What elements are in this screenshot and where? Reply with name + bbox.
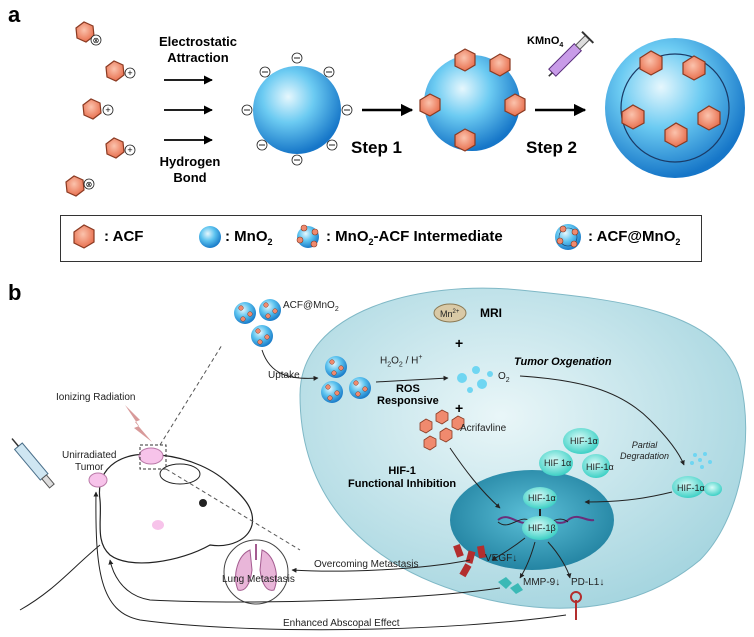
- abscopal-effect-label: Enhanced Abscopal Effect: [283, 618, 400, 629]
- svg-text:+: +: [127, 145, 132, 155]
- overcoming-metastasis-arrow: [291, 559, 471, 573]
- mmp9-arrow: [519, 541, 536, 579]
- legend-acf-label: : ACF: [104, 228, 144, 245]
- irradiated-tumor: [138, 447, 164, 465]
- acriflavine-molecules: [419, 409, 465, 451]
- legend-acf-mno2-label: : ACF@MnO2: [588, 228, 681, 247]
- acf-mno2-particles-top: [234, 299, 281, 347]
- acf-mno2-label: ACF@MnO2: [283, 300, 339, 313]
- legend-mno2-icon: [199, 226, 221, 248]
- pdl1-label: PD-L1↓: [571, 577, 605, 588]
- legend-intermediate-icon: [296, 224, 319, 248]
- hif1a-remaining-2: [704, 482, 722, 496]
- tumor-oxygenation-label: Tumor Oxgenation: [514, 356, 612, 368]
- mn-ion: [433, 303, 467, 323]
- acf-mno2-final: [605, 38, 745, 178]
- mmp9-molecules: [498, 577, 523, 594]
- zoom-line-1: [159, 344, 223, 446]
- acriflavine-arrow: [449, 447, 501, 509]
- mno2-acf-intermediate: [419, 48, 526, 152]
- acf-molecule-4: +: [105, 137, 136, 159]
- legend-acf-mno2-icon: [555, 224, 581, 250]
- uptake-arrow: [261, 349, 319, 381]
- ionizing-radiation-label: Ionizing Radiation: [56, 392, 136, 403]
- unirradiated-tumor: [88, 472, 108, 488]
- lung-metastasis-label: Lung Metastasis: [222, 574, 295, 585]
- acf-molecule-3: +: [82, 98, 114, 120]
- hif1a-remaining: [672, 476, 704, 498]
- oxygenation-arrow: [519, 375, 685, 466]
- legend-intermediate-label: : MnO2-ACF Intermediate: [326, 228, 503, 247]
- legend-box: [60, 215, 702, 262]
- o2-bubbles: [457, 366, 493, 393]
- svg-text:+: +: [105, 105, 110, 115]
- mouse-illustration: [19, 447, 254, 611]
- plus-sign-2: +: [455, 400, 464, 416]
- abscopal-arrow: [93, 491, 567, 631]
- hif1a-label-2: HIF 1α: [544, 458, 572, 468]
- hif1a-nuclear: [523, 487, 557, 509]
- h2o2-label: H2O2 / H+: [380, 354, 423, 369]
- step2-label: Step 2: [526, 138, 578, 157]
- legend-acf-icon: [73, 224, 95, 249]
- zoom-line-2: [165, 468, 301, 551]
- vegf-arrow: [491, 537, 526, 561]
- hif1a-nuclear-label: HIF-1α: [528, 493, 556, 503]
- panel-b-letter: b: [8, 280, 22, 305]
- pdl1-arrow: [547, 541, 572, 579]
- svg-text:+: +: [127, 68, 132, 78]
- step1-label: Step 1: [351, 138, 403, 157]
- radiation-lightning-icon: [125, 405, 152, 442]
- panel-a-diagram: ⊗ + + + ⊗: [65, 21, 745, 197]
- legend-icons: [73, 224, 581, 250]
- mno2-sphere-charged: [241, 52, 353, 166]
- acf-molecule-5: ⊗: [65, 175, 95, 197]
- pdl1-receptor: [570, 591, 582, 620]
- legend-mno2-label: : MnO2: [225, 228, 273, 247]
- ros-arrow: [375, 375, 449, 383]
- overcoming-metastasis-label: Overcoming Metastasis: [314, 559, 419, 570]
- injection-syringe-icon: [11, 438, 55, 489]
- kmno4-label: KMnO4: [527, 35, 564, 50]
- svg-text:⊗: ⊗: [93, 36, 100, 45]
- hif1b-nuclear: [522, 516, 558, 540]
- vegf-label: VEGF↓: [485, 553, 518, 564]
- hif1a-label-3: HIF-1α: [586, 462, 614, 472]
- panel-a-letter: a: [8, 2, 21, 27]
- mn-ion-label: Mn2+: [440, 309, 460, 319]
- tumor-selection-box: [139, 444, 167, 470]
- hif1a-label-4: HIF-1α: [677, 483, 705, 493]
- hif1b-nuclear-label: HIF-1β: [528, 523, 556, 533]
- hif1a-cluster: [539, 428, 610, 478]
- tumor-cell: [299, 287, 747, 609]
- hif-return-arrow: [584, 491, 673, 505]
- syringe-icon: [548, 30, 595, 77]
- mmp9-label: MMP-9↓: [523, 577, 561, 588]
- svg-text:⊗: ⊗: [86, 180, 93, 189]
- o2-label: O2: [498, 371, 510, 384]
- acf-molecule-2: +: [105, 60, 136, 82]
- plus-sign-1: +: [455, 335, 464, 351]
- mri-label: MRI: [480, 306, 502, 320]
- vegf-return-arrow: [108, 559, 501, 603]
- acf-molecule-1: ⊗: [75, 21, 102, 46]
- acf-mno2-particles-uptake: [321, 356, 371, 403]
- hif1a-label-1: HIF-1α: [570, 436, 598, 446]
- degraded-fragments: [690, 452, 712, 469]
- lung-metastasis-inset: [223, 539, 289, 605]
- acriflavine-label: Acrifavline: [460, 423, 507, 434]
- panel-b-diagram: [11, 287, 747, 631]
- uptake-label: Uptake: [268, 370, 300, 381]
